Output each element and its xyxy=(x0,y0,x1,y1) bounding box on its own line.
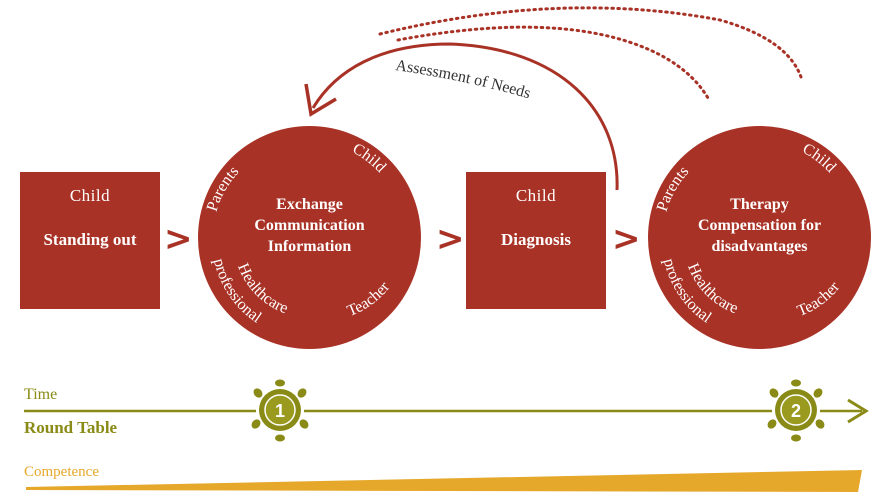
circle-line: Exchange xyxy=(276,196,343,213)
feedback-arrowhead-icon xyxy=(304,83,337,117)
circle-center-text: Therapy Compensation for disadvantages xyxy=(648,194,871,257)
circle-stakeholder-labels: Parents Child Healthcare professional Te… xyxy=(654,140,844,326)
feedback-label: Assessment of Needs xyxy=(394,57,532,102)
round-table-label: Round Table xyxy=(24,418,118,437)
dotted-arc-inner xyxy=(396,25,710,100)
circle-center-text: Exchange Communication Information xyxy=(198,194,421,257)
round-table-marker-2: 2 xyxy=(767,379,825,442)
timeline-arrowhead-icon xyxy=(847,398,869,424)
dotted-arc-outer xyxy=(378,6,804,82)
circle-line: Therapy xyxy=(730,196,789,213)
connector-arrow-2: > xyxy=(436,219,465,259)
connector-arrow-1: > xyxy=(164,219,193,259)
competence-wedge xyxy=(26,470,862,492)
marker-number: 1 xyxy=(275,401,285,421)
stage-circle-exchange: Parents Child Healthcare professional Te… xyxy=(198,126,421,349)
circle-line: Compensation for xyxy=(697,217,822,234)
stage-box-standing-out: Child Standing out xyxy=(20,172,160,309)
stage-box-label: Child xyxy=(515,186,557,205)
circle-stakeholder-labels: Parents Child Healthcare professional Te… xyxy=(204,140,394,326)
round-table-marker-1: 1 xyxy=(251,379,309,442)
time-label: Time xyxy=(24,386,58,403)
competence-label: Competence xyxy=(24,464,99,480)
stage-box-title: Standing out xyxy=(43,230,137,249)
feedback-arrow xyxy=(311,42,619,191)
stage-box-title: Diagnosis xyxy=(501,230,571,249)
circle-line: Communication xyxy=(254,217,365,234)
circle-line: Information xyxy=(267,238,352,255)
stage-box-label: Child xyxy=(69,186,111,205)
marker-number: 2 xyxy=(791,401,801,421)
connector-arrow-3: > xyxy=(612,219,641,259)
circle-line: disadvantages xyxy=(711,238,808,255)
stage-circle-therapy: Parents Child Healthcare professional Te… xyxy=(648,126,871,349)
stage-box-diagnosis: Child Diagnosis xyxy=(466,172,606,309)
